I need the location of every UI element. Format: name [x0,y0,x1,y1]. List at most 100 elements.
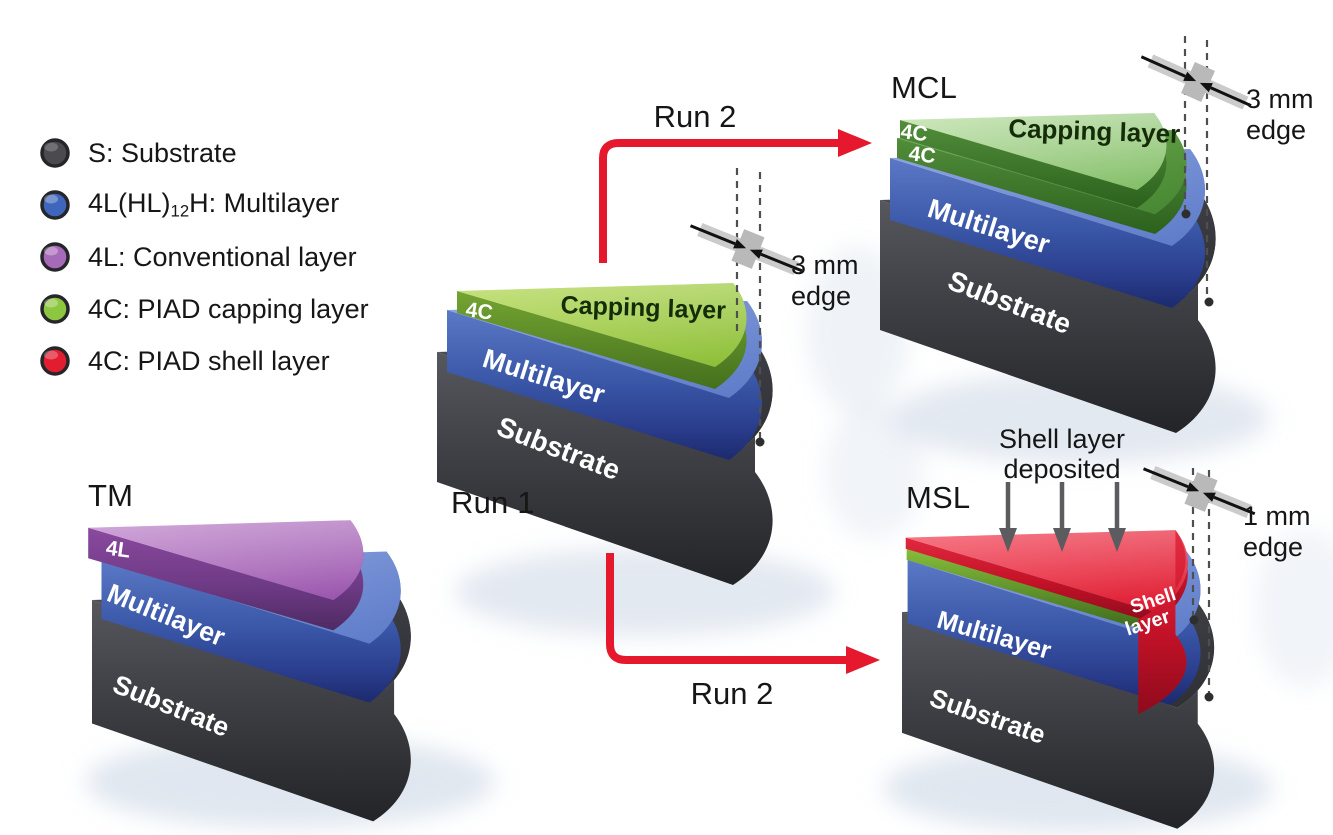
run1-capping-front [457,283,747,389]
edge-guide-dots [755,209,1214,702]
caliper-msl [1142,466,1256,518]
mcl-substrate-front [880,190,1216,433]
mcl-4c2-label: 4C [907,142,936,168]
mcl-capping-lower-front [897,130,1187,234]
run1-edge-line1: 3 mm [791,250,859,280]
legend: S: Substrate 4L(HL)12H: Multilayer 4L: C… [38,127,369,387]
msl-dash-dot-left [1189,615,1199,625]
tm-4l-label: 4L [105,537,133,563]
legend-item-shell: 4C: PIAD shell layer [38,335,369,387]
run1-edge-line2: edge [791,281,852,312]
sample-run1: 4C Capping layer Multilayer Substrate [437,283,773,585]
mcl-edge-note: 3 mm edge [1246,84,1314,147]
msl-shell-rim [1138,530,1187,715]
run1-edge-note: 3 mm edge [791,250,859,313]
caliper-arrow-left [689,224,736,246]
legend-item-multilayer: 4L(HL)12H: Multilayer [38,179,369,231]
caliper-mcl [1140,54,1252,110]
run2-arrow-top [599,129,872,263]
msl-title: MSL [906,480,971,515]
deposition-arrows [999,482,1126,552]
msl-dash-dot-right [1204,692,1214,702]
msl-right-glow [1255,528,1333,688]
shell-deposited-line2: deposited [1003,454,1121,485]
mcl-capping-upper [900,113,1167,208]
run1-capping-layer [457,283,747,389]
legend-item-capping: 4C: PIAD capping layer [38,283,369,335]
run2-arrow-bottom-line [606,553,848,664]
msl-multilayer-front [907,551,1201,705]
caliper-arrow-right-head [749,249,763,259]
sample-mcl: 4C 4C Capping layer Multilayer Substrate [880,113,1216,433]
msl-left-glow [824,404,924,540]
run2-arrow-top-head [838,129,872,157]
run2-bottom-label: Run 2 [690,676,774,711]
mcl-edge-line1: 3 mm [1246,84,1314,114]
deposition-arrow-3 [1108,482,1126,552]
mcl-dash-dot-right [1204,297,1214,307]
legend-label-capping: 4C: PIAD capping layer [88,293,369,324]
caliper-arrow-left-head [1183,71,1197,82]
caliper-arrow-left [1140,55,1186,78]
caliper-run1 [689,223,803,275]
run2-top-label: Run 2 [653,99,737,134]
run1-shadow [455,548,835,636]
shell-deposited-note: Shell layer deposited [982,424,1142,484]
caliper-arrow-right-head [1202,492,1216,502]
msl-edge-line2: edge [1243,532,1304,563]
tm-substrate-front [92,590,411,822]
caliper-slider [1181,61,1215,103]
mcl-capping-upper-gloss [900,113,1167,190]
tm-multilayer-front [101,551,401,703]
caliper-arrow-left [1142,467,1189,489]
shell-swatch-icon [40,346,70,376]
run1-title: Run 1 [451,485,535,520]
legend-label-conventional: 4L: Conventional layer [88,241,357,272]
caliper-arrow-right-head [1199,82,1213,93]
caliper-arrow-left-head [733,239,747,249]
substrate-swatch-icon [40,138,70,168]
msl-edge-line1: 1 mm [1243,501,1311,531]
caliper-arrow-right [760,252,803,273]
multilayer-swatch-icon [40,190,70,220]
mcl-title: MCL [891,70,958,105]
caliper-slider [731,229,765,269]
conventional-swatch-icon [40,242,70,272]
mcl-4c1-label: 4C [899,120,928,146]
run1-4c-label: 4C [464,298,494,325]
run1-multilayer-front [447,301,762,460]
caliper-arrow-left-head [1186,482,1200,492]
caliper-arrow-right [1210,86,1252,107]
mcl-dash-dot-left [1181,209,1191,219]
run1-substrate-front [437,342,773,585]
legend-label-multilayer: 4L(HL)12H: Multilayer [88,188,340,221]
run2-arrow-top-line [599,139,840,263]
tm-conventional-layer [88,520,364,631]
run1-capping-label: Capping layer [560,291,726,325]
caliper-arrow-right [1213,495,1256,516]
run2-arrow-bottom-head [846,646,880,674]
tm-conventional-front [88,520,364,631]
deposition-arrow-1 [999,482,1017,552]
run1-capping-gloss [457,283,747,367]
legend-label-substrate: S: Substrate [88,137,237,168]
tm-title: TM [88,478,134,513]
sample-tm: 4L Multilayer Substrate [88,520,411,822]
msl-edge-note: 1 mm edge [1243,501,1311,564]
mcl-edge-line2: edge [1246,115,1307,146]
run1-dash-dot [755,437,765,447]
legend-item-conventional: 4L: Conventional layer [38,231,369,283]
mcl-capping-label: Capping layer [1008,113,1181,149]
msl-substrate-front [902,602,1215,829]
capping-swatch-icon [40,294,70,324]
tm-conventional-gloss [88,520,364,600]
run2-arrow-bottom [606,553,880,674]
mcl-capping-upper-front [900,113,1167,208]
deposition-arrow-2 [1053,482,1071,552]
shell-deposited-line1: Shell layer [998,424,1126,454]
caliper-slider [1184,472,1218,512]
legend-item-substrate: S: Substrate [38,127,369,179]
legend-label-shell: 4C: PIAD shell layer [88,345,330,376]
